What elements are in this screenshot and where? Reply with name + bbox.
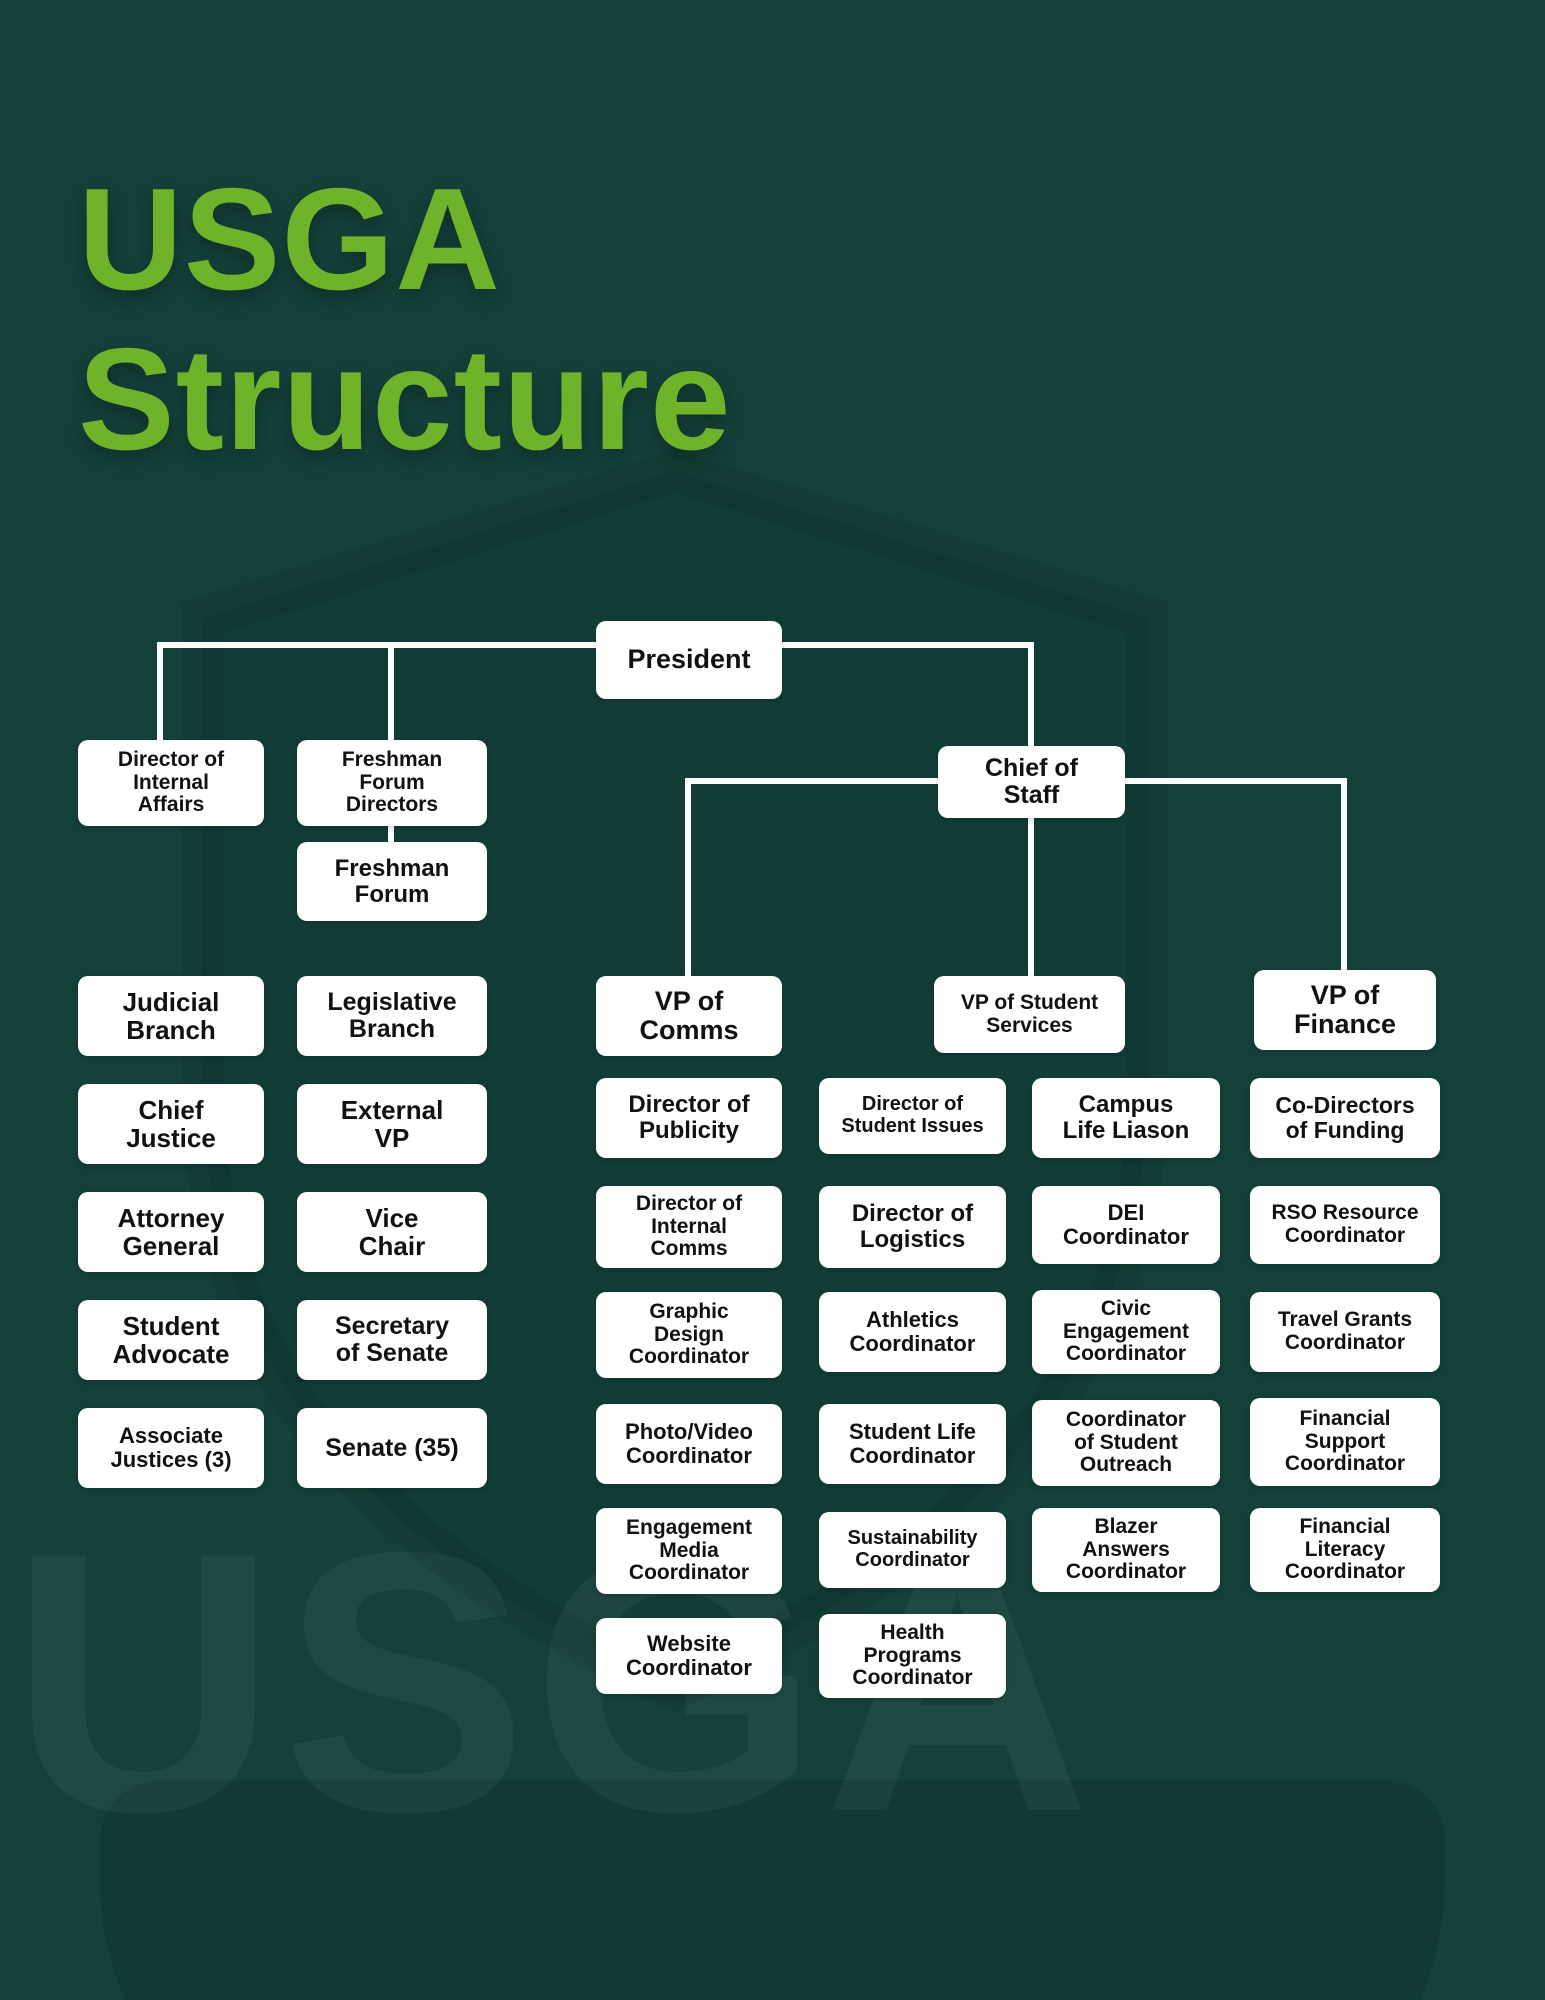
node-attorney-general: Attorney General	[78, 1192, 264, 1272]
node-civic-engagement-coordinator: Civic Engagement Coordinator	[1032, 1290, 1220, 1374]
node-secretary-of-senate: Secretary of Senate	[297, 1300, 487, 1380]
node-sustainability-coordinator: Sustainability Coordinator	[819, 1512, 1006, 1588]
node-freshman-forum-directors: Freshman Forum Directors	[297, 740, 487, 826]
node-financial-literacy-coordinator: Financial Literacy Coordinator	[1250, 1508, 1440, 1592]
node-president: President	[596, 621, 782, 699]
node-co-directors-of-funding: Co-Directors of Funding	[1250, 1078, 1440, 1158]
node-blazer-answers-coordinator: Blazer Answers Coordinator	[1032, 1508, 1220, 1592]
node-athletics-coordinator: Athletics Coordinator	[819, 1292, 1006, 1372]
node-website-coordinator: Website Coordinator	[596, 1618, 782, 1694]
node-judicial-branch: Judicial Branch	[78, 976, 264, 1056]
node-director-of-logistics: Director of Logistics	[819, 1186, 1006, 1268]
node-rso-resource-coordinator: RSO Resource Coordinator	[1250, 1186, 1440, 1264]
node-vp-of-finance: VP of Finance	[1254, 970, 1436, 1050]
node-dei-coordinator: DEI Coordinator	[1032, 1186, 1220, 1264]
node-associate-justices: Associate Justices (3)	[78, 1408, 264, 1488]
node-financial-support-coordinator: Financial Support Coordinator	[1250, 1398, 1440, 1486]
node-director-student-issues: Director of Student Issues	[819, 1078, 1006, 1154]
node-campus-life-liason: Campus Life Liason	[1032, 1078, 1220, 1158]
node-legislative-branch: Legislative Branch	[297, 976, 487, 1056]
node-chief-justice: Chief Justice	[78, 1084, 264, 1164]
node-director-internal-comms: Director of Internal Comms	[596, 1186, 782, 1268]
node-photo-video-coordinator: Photo/Video Coordinator	[596, 1404, 782, 1484]
node-vp-student-services: VP of Student Services	[934, 976, 1125, 1053]
node-coordinator-student-outreach: Coordinator of Student Outreach	[1032, 1400, 1220, 1486]
node-travel-grants-coordinator: Travel Grants Coordinator	[1250, 1292, 1440, 1372]
node-vp-of-comms: VP of Comms	[596, 976, 782, 1056]
node-director-of-publicity: Director of Publicity	[596, 1078, 782, 1158]
node-chief-of-staff: Chief of Staff	[938, 746, 1125, 818]
node-senate-35: Senate (35)	[297, 1408, 487, 1488]
page-title: USGA Structure	[78, 158, 732, 480]
node-vice-chair: Vice Chair	[297, 1192, 487, 1272]
node-health-programs-coordinator: Health Programs Coordinator	[819, 1614, 1006, 1698]
node-student-advocate: Student Advocate	[78, 1300, 264, 1380]
node-director-internal-affairs: Director of Internal Affairs	[78, 740, 264, 826]
node-engagement-media-coordinator: Engagement Media Coordinator	[596, 1508, 782, 1594]
node-freshman-forum: Freshman Forum	[297, 842, 487, 921]
node-student-life-coordinator: Student Life Coordinator	[819, 1404, 1006, 1484]
shield-bottom-watermark	[100, 1780, 1445, 2000]
node-external-vp: External VP	[297, 1084, 487, 1164]
connector-president-branches	[157, 642, 1034, 750]
node-graphic-design-coordinator: Graphic Design Coordinator	[596, 1292, 782, 1378]
